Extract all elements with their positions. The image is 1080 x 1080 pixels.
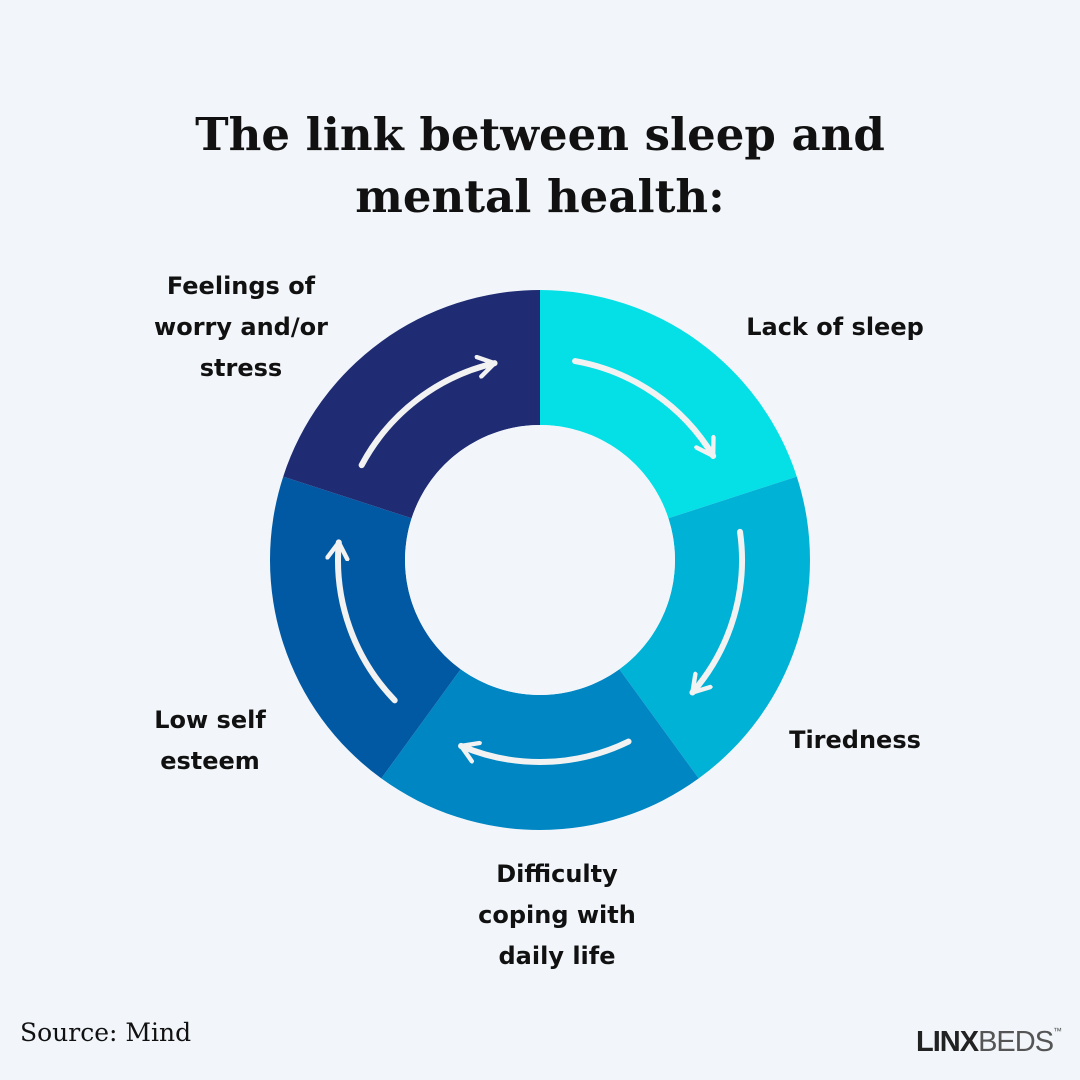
stage-line: Difficulty [496, 860, 618, 888]
stage-line: Low self [154, 706, 266, 734]
stage-line: Feelings of [166, 272, 316, 300]
arrow-lack-to-tiredness [572, 358, 717, 459]
segment-tiredness [619, 476, 811, 779]
brand-logo: LINXBEDS™ [916, 1026, 1062, 1059]
segment-low-self-esteem [269, 476, 461, 779]
segment-difficulty-coping [381, 669, 699, 830]
page-title: The link between sleep and mental health… [0, 104, 1080, 228]
label-lack-of-sleep: Lack of sleep [730, 307, 940, 348]
stage-line: coping with [478, 901, 636, 929]
stage-line: stress [199, 354, 283, 382]
arrow-esteem-to-worry [338, 539, 398, 704]
stage-line: Lack of sleep [746, 313, 924, 341]
arrow-worry-to-lack [358, 363, 498, 469]
source-note: Source: Mind [20, 1018, 192, 1047]
stage-line: esteem [160, 747, 260, 775]
title-line-2: mental health: [355, 170, 725, 223]
arrow-difficulty-to-esteem [458, 738, 632, 765]
stage-line: Tiredness [789, 726, 921, 754]
logo-light-text: BEDS [978, 1026, 1054, 1058]
label-tiredness: Tiredness [760, 720, 950, 761]
logo-bold-text: LINX [916, 1026, 979, 1058]
stage-line: worry and/or [154, 313, 328, 341]
center-hole [405, 425, 675, 695]
label-feelings-of-worry: Feelings of worry and/or stress [121, 266, 361, 389]
stage-line: daily life [498, 942, 616, 970]
label-low-self-esteem: Low self esteem [110, 700, 310, 782]
arrow-tiredness-to-difficulty [689, 528, 745, 696]
title-line-1: The link between sleep and [195, 108, 885, 161]
label-difficulty-coping: Difficulty coping with daily life [437, 854, 677, 977]
logo-trademark: ™ [1053, 1026, 1062, 1036]
